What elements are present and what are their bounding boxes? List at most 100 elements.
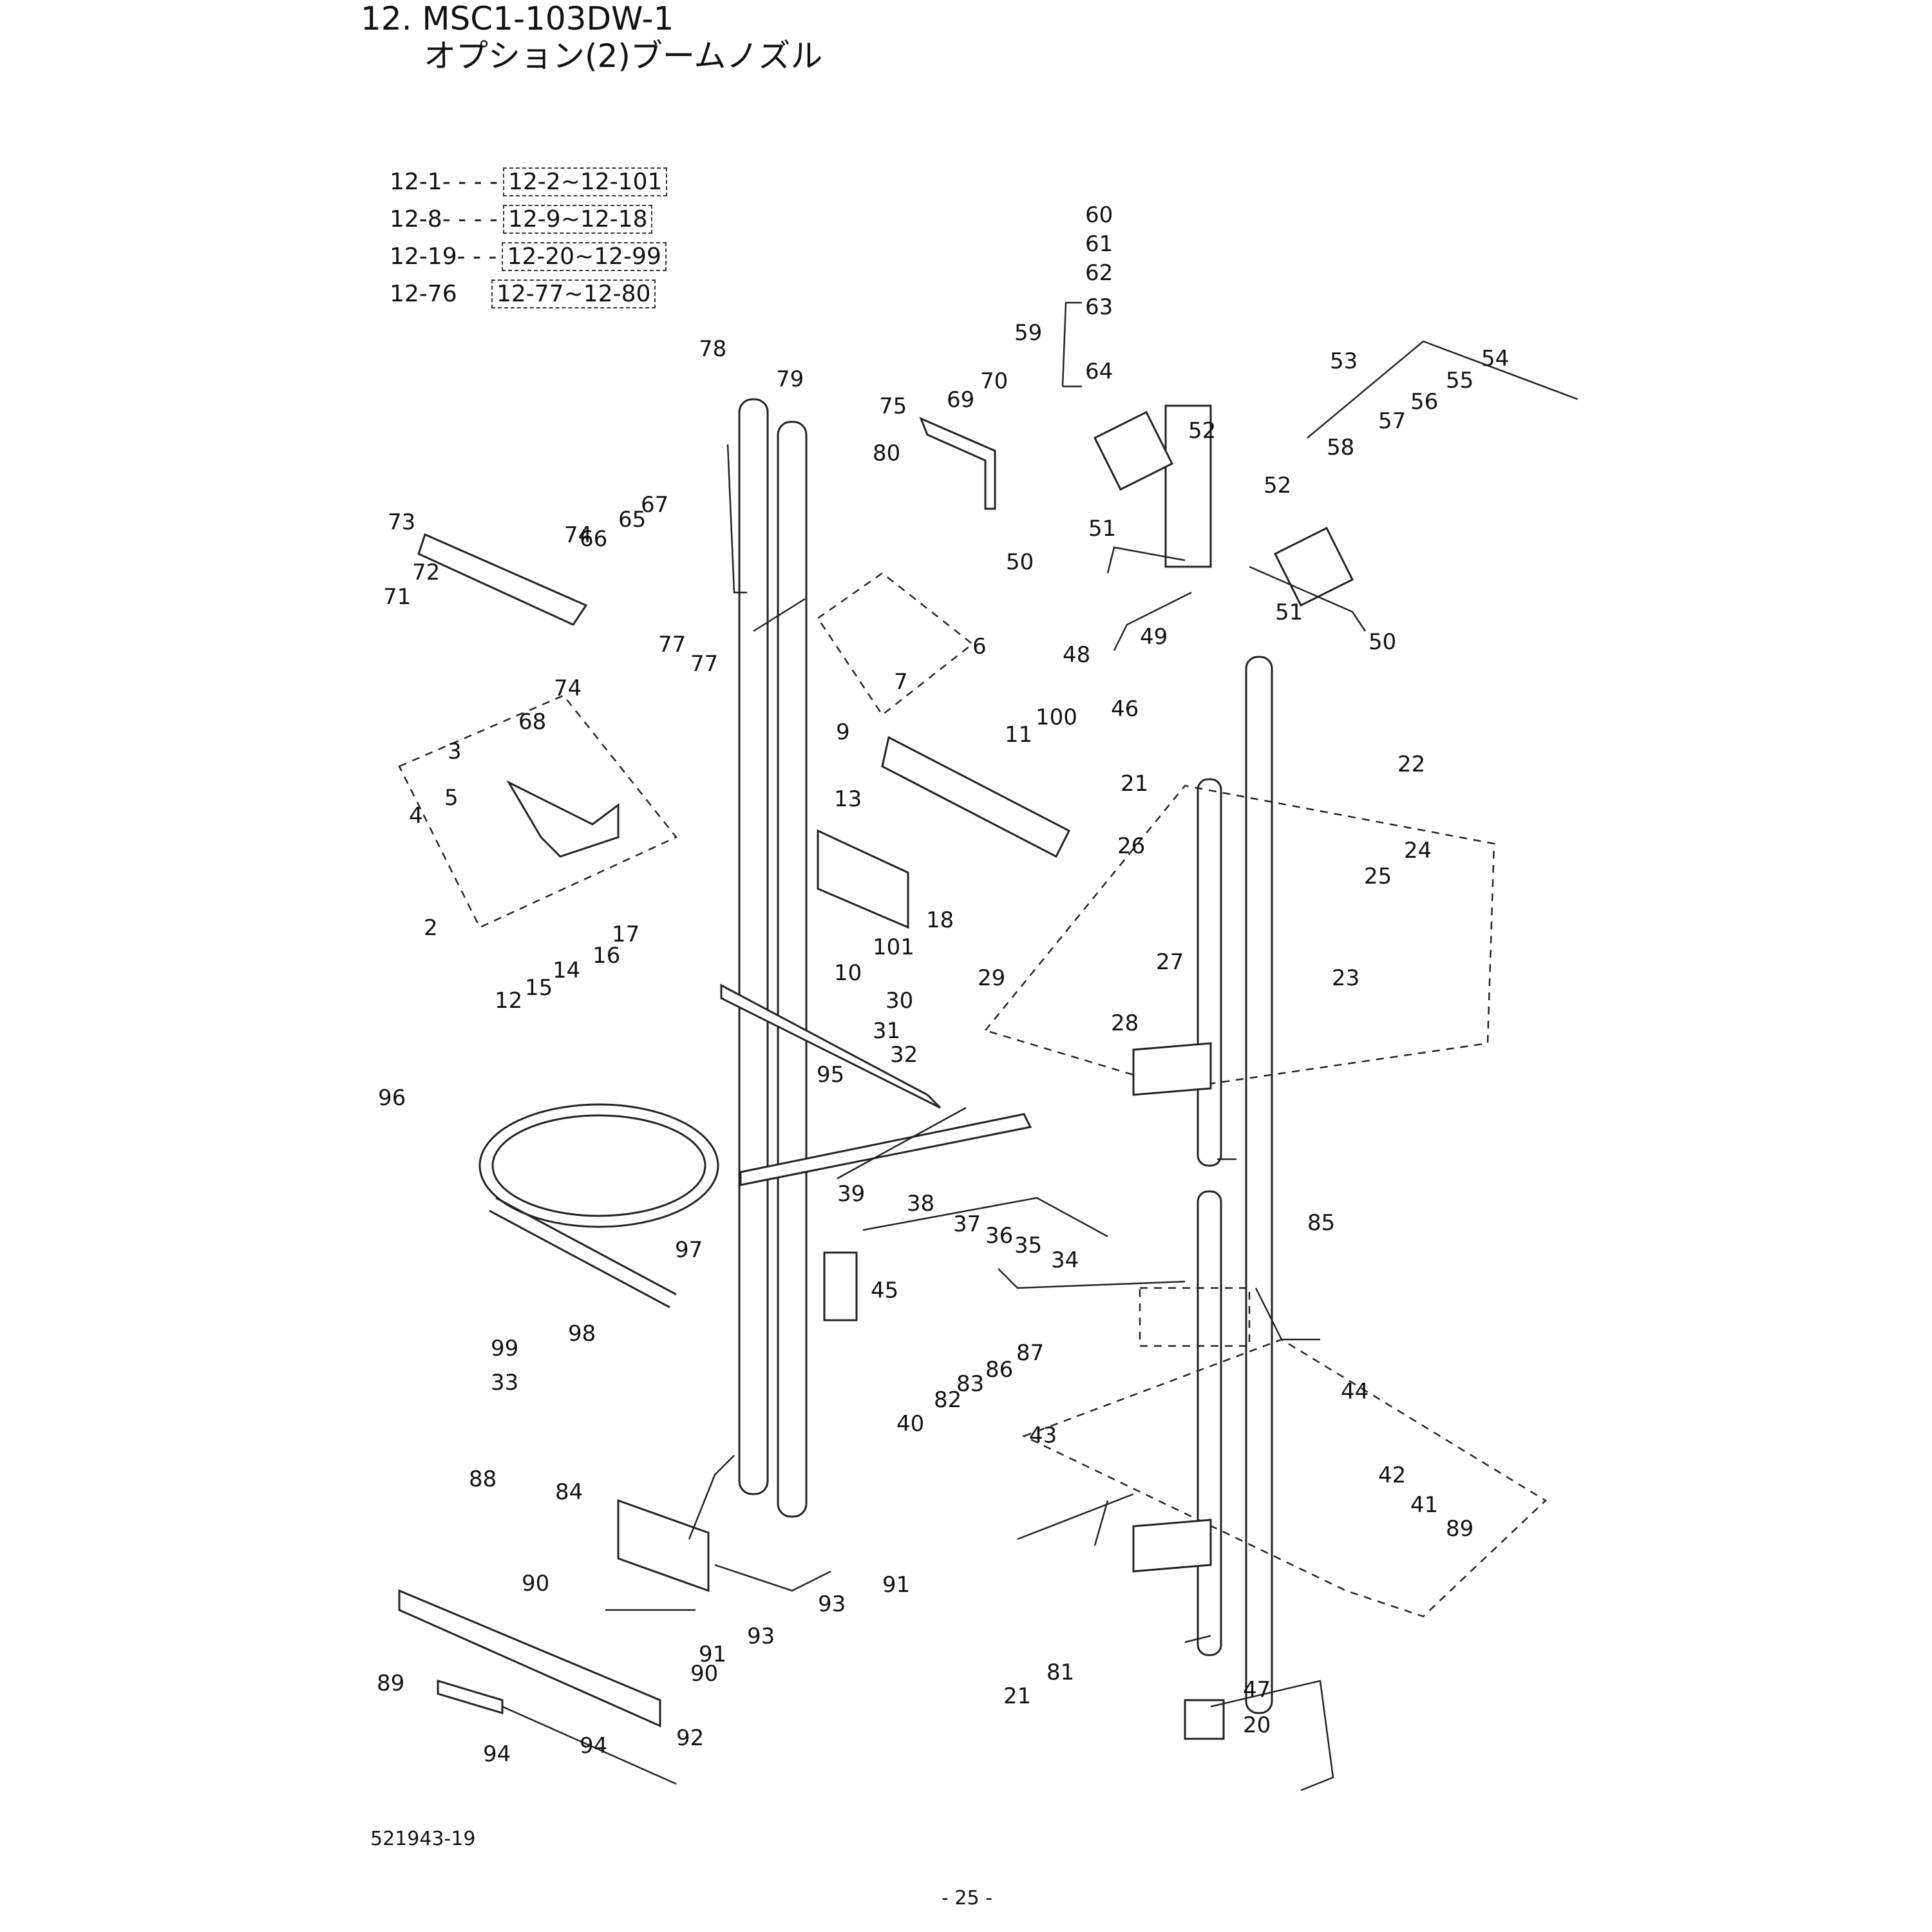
callout: 14: [553, 958, 580, 983]
callout: 51: [1088, 516, 1116, 542]
callout: 71: [383, 584, 411, 610]
callout: 68: [518, 709, 546, 735]
callout: 35: [1014, 1233, 1042, 1258]
callout: 29: [978, 965, 1005, 991]
callout: 75: [879, 393, 907, 419]
callout: 61: [1085, 231, 1113, 257]
callout: 42: [1378, 1463, 1406, 1488]
callout: 74: [564, 522, 592, 548]
callout: 47: [1243, 1677, 1271, 1703]
reference-parent: 12-1: [390, 169, 442, 195]
callout: 99: [491, 1336, 518, 1361]
title-description: オプション(2)ブームノズル: [424, 37, 823, 75]
callout: 78: [699, 336, 726, 362]
callout: 90: [522, 1571, 549, 1596]
callout: 97: [675, 1237, 703, 1263]
callout: 45: [871, 1278, 898, 1303]
callout: 86: [985, 1357, 1013, 1383]
title-model: 12. MSC1-103DW-1: [361, 0, 674, 37]
callout: 51: [1275, 600, 1303, 625]
callout: 55: [1446, 368, 1473, 393]
callout: 21: [1003, 1683, 1031, 1709]
callout: 91: [882, 1572, 910, 1598]
callout: 34: [1051, 1247, 1079, 1273]
callout: 56: [1410, 389, 1438, 415]
reference-range: 12-20~12-99: [502, 242, 667, 271]
callout: 11: [1005, 722, 1032, 748]
callout: 70: [980, 368, 1008, 394]
callout: 15: [525, 975, 553, 1001]
callout: 5: [444, 785, 459, 811]
callout: 2: [424, 915, 438, 941]
callout: 50: [1006, 549, 1034, 575]
callout: 50: [1368, 629, 1396, 655]
reference-separator: - - - -: [442, 206, 498, 232]
assembly-group-outlines: [398, 572, 1548, 1618]
callout: 60: [1085, 202, 1113, 228]
page-number: - 25 -: [942, 1887, 992, 1909]
callout: 63: [1085, 294, 1113, 320]
callout: 77: [658, 632, 686, 658]
reference-parent: 12-19: [390, 243, 457, 270]
diagram-title: 12. MSC1-103DW-1 オプション(2)ブームノズル: [361, 0, 822, 75]
callout: 9: [836, 719, 850, 745]
callout: 100: [1036, 705, 1077, 730]
callout: 18: [926, 907, 954, 933]
callout: 46: [1111, 696, 1139, 722]
drawing-number: 521943-19: [370, 1828, 476, 1850]
reference-range: 12-77~12-80: [491, 279, 656, 308]
callout: 33: [491, 1370, 518, 1396]
callout: 64: [1085, 359, 1113, 384]
callout: 96: [378, 1085, 406, 1111]
callout: 92: [676, 1725, 704, 1751]
reference-parent: 12-8: [390, 206, 442, 232]
callout: 20: [1243, 1712, 1271, 1738]
callout: 93: [818, 1591, 846, 1617]
callout: 95: [817, 1062, 844, 1088]
callout: 30: [886, 988, 913, 1014]
callout: 32: [890, 1042, 918, 1068]
callout: 52: [1188, 418, 1216, 444]
boom-pipe-left: [738, 398, 808, 1518]
part-shapes: [398, 404, 1354, 1740]
callout: 48: [1063, 642, 1090, 668]
reference-separator: - - - -: [442, 169, 498, 195]
callout: 101: [873, 934, 914, 960]
callout: 89: [1446, 1516, 1473, 1542]
callout: 84: [555, 1479, 583, 1505]
callout: 37: [953, 1211, 981, 1237]
callout: 49: [1140, 624, 1168, 650]
reference-range: 12-9~12-18: [503, 205, 653, 234]
callout: 57: [1378, 408, 1406, 434]
callout: 58: [1327, 435, 1354, 460]
callout: 40: [896, 1411, 924, 1437]
callout: 94: [483, 1741, 511, 1767]
callout: 24: [1404, 838, 1432, 864]
callout: 4: [409, 803, 423, 829]
callout: 65: [618, 507, 646, 533]
leader-lines: [502, 301, 1578, 1792]
callout: 82: [934, 1387, 961, 1413]
callout: 26: [1117, 833, 1145, 859]
callout: 88: [469, 1466, 497, 1492]
callout: 36: [985, 1223, 1013, 1249]
callout: 27: [1156, 949, 1184, 975]
callout: 31: [873, 1018, 900, 1044]
callout: 23: [1332, 965, 1359, 991]
callout: 85: [1307, 1210, 1335, 1236]
reference-range: 12-2~12-101: [503, 167, 668, 196]
callout: 66: [580, 526, 607, 552]
callout: 41: [1410, 1492, 1438, 1518]
callout: 43: [1029, 1423, 1057, 1448]
callout: 10: [834, 960, 862, 986]
hose-coil: [478, 1103, 719, 1309]
callout: 44: [1341, 1379, 1368, 1405]
callout: 22: [1397, 752, 1425, 777]
callout: 28: [1111, 1010, 1139, 1036]
boom-pipe-right: [1197, 656, 1273, 1714]
callout: 74: [554, 676, 582, 701]
callout: 83: [956, 1371, 984, 1397]
reference-row: 12-19- - -12-20~12-99: [390, 242, 667, 271]
